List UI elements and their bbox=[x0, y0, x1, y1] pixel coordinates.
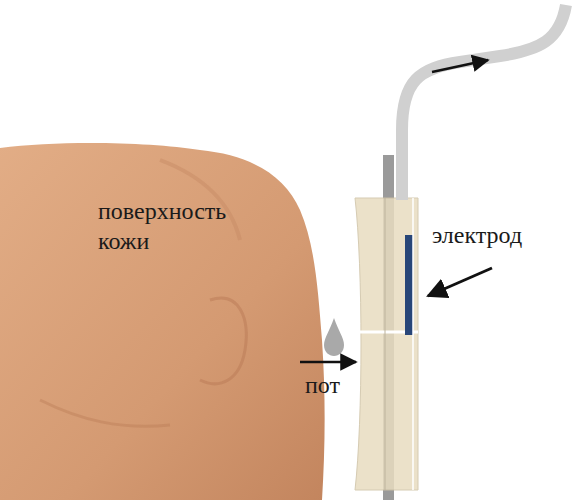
electrode-strip bbox=[405, 235, 413, 335]
shoulder bbox=[0, 143, 325, 500]
sweat-drop bbox=[324, 318, 344, 356]
tube bbox=[402, 5, 566, 200]
leader-arrow bbox=[428, 268, 492, 296]
device-body bbox=[355, 198, 418, 490]
flow-arrow bbox=[432, 60, 488, 72]
skin-label: поверхность кожи bbox=[98, 196, 268, 256]
sweat-label: пот bbox=[305, 370, 365, 400]
sweat-arrow bbox=[300, 361, 356, 364]
electrode-label: электрод bbox=[432, 220, 572, 250]
